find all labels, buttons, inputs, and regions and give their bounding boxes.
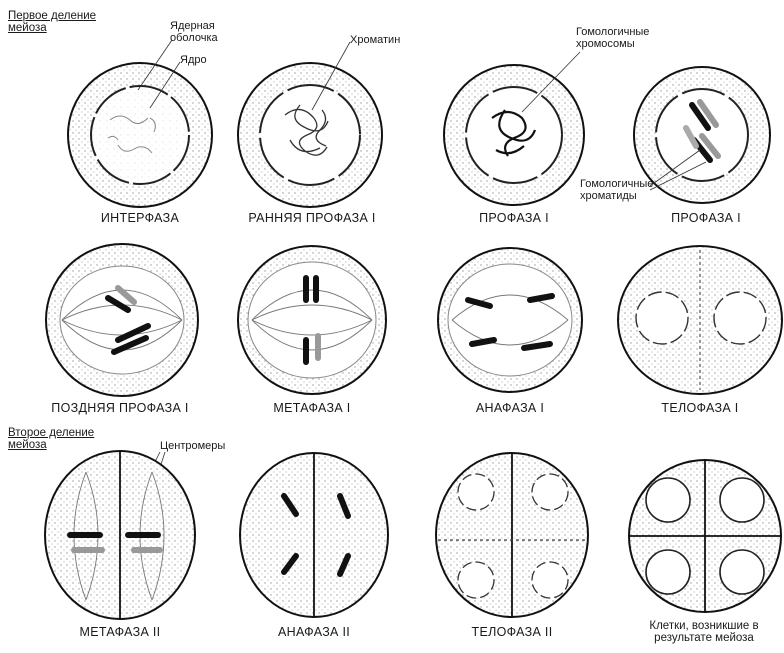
label-result-1: Клетки, возникшие в (649, 620, 758, 632)
label-homologous-chromosomes-1: Гомологичные (576, 26, 649, 38)
label-centromeres: Центромеры (160, 440, 225, 452)
label-telophase1: ТЕЛОФАЗА I (661, 402, 738, 415)
cell-telophase2 (436, 453, 588, 617)
label-homologous-chromosomes-2: хромосомы (576, 38, 635, 50)
label-homologous-chromatids-1: Гомологичные (580, 178, 653, 190)
cell-prophase1-a (444, 65, 584, 205)
label-nuclear-envelope-2: оболочка (170, 32, 218, 44)
section-second-line2: мейоза (8, 439, 47, 451)
label-late-prophase1: ПОЗДНЯЯ ПРОФАЗА I (51, 402, 188, 415)
label-interphase: ИНТЕРФАЗА (101, 212, 179, 225)
section-first-line2: мейоза (8, 22, 47, 34)
label-result-2: результате мейоза (654, 632, 754, 644)
label-early-prophase1: РАННЯЯ ПРОФАЗА I (248, 212, 375, 225)
cell-early-prophase1 (238, 63, 382, 207)
label-chromatin: Хроматин (350, 34, 400, 46)
cell-interphase (68, 63, 212, 207)
label-metaphase1: МЕТАФАЗА I (273, 402, 350, 415)
cell-late-prophase1 (46, 244, 198, 396)
label-metaphase2: МЕТАФАЗА II (80, 626, 161, 639)
cell-anaphase2 (240, 453, 388, 617)
cell-metaphase1 (238, 246, 386, 394)
label-homologous-chromatids-2: хроматиды (580, 190, 637, 202)
section-first-line1: Первое деление (8, 10, 96, 22)
label-anaphase2: АНАФАЗА II (278, 626, 350, 639)
label-telophase2: ТЕЛОФАЗА II (472, 626, 553, 639)
label-prophase1-b: ПРОФАЗА I (671, 212, 741, 225)
label-anaphase1: АНАФАЗА I (476, 402, 544, 415)
label-nucleus: Ядро (180, 54, 207, 66)
cell-metaphase2 (45, 451, 195, 619)
cell-anaphase1 (438, 248, 582, 392)
cell-result (629, 460, 781, 612)
cell-telophase1 (618, 246, 782, 394)
label-nuclear-envelope-1: Ядерная (170, 20, 215, 32)
section-second-line1: Второе деление (8, 427, 94, 439)
label-prophase1-a: ПРОФАЗА I (479, 212, 549, 225)
